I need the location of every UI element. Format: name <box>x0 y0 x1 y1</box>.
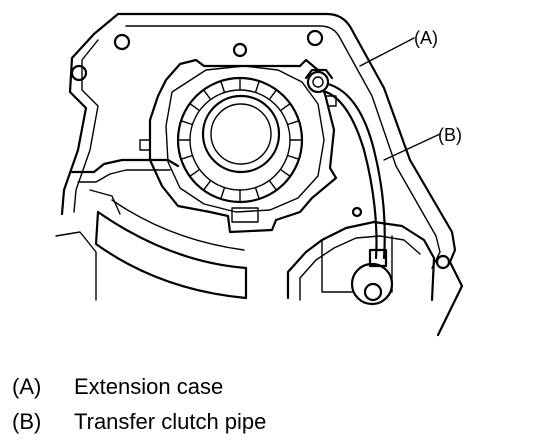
gear-tooth <box>220 186 226 200</box>
case-flange-inner <box>125 25 441 269</box>
gear-tooth <box>220 80 226 94</box>
ring-gear <box>176 76 304 204</box>
callout-a: (A) <box>414 28 438 48</box>
pipe-lower-fitting <box>350 248 394 306</box>
left-bracket-inner <box>77 169 171 183</box>
lower-web-2 <box>89 189 121 215</box>
gear-tooth <box>202 89 212 101</box>
bolt-hole <box>113 33 131 51</box>
legend-key: (B) <box>12 409 42 434</box>
bearing-retainer <box>139 58 338 234</box>
bolt-hole <box>351 206 363 218</box>
bolt-hole <box>70 64 88 82</box>
output-shaft <box>201 94 281 174</box>
bolt-holes <box>70 29 451 270</box>
support-arc-inner <box>111 199 245 251</box>
extension-case-outline <box>60 12 464 337</box>
gear-tooth <box>268 179 278 191</box>
case-flange-left <box>73 39 99 213</box>
gear-tooth <box>189 168 201 178</box>
lower-chamber <box>286 220 436 302</box>
bolt-hole <box>306 29 324 47</box>
legend-key: (A) <box>12 374 42 399</box>
lower-chamber-inner <box>299 235 421 301</box>
gear-tooth <box>268 89 278 101</box>
left-bracket <box>70 158 180 174</box>
gear-tooth <box>189 102 201 112</box>
gear-tooth <box>202 179 212 191</box>
gear-tooth <box>180 120 194 126</box>
support-arc <box>94 210 248 300</box>
bolt-hole <box>435 254 451 270</box>
bolt-hole <box>232 42 248 58</box>
lower-web <box>55 231 97 301</box>
extension-case-drawing <box>55 12 464 337</box>
leader-line-b <box>383 133 441 161</box>
gear-tooth <box>286 154 300 160</box>
callout-b: (B) <box>438 125 462 145</box>
gear-tooth <box>279 102 291 112</box>
gear-tooth <box>279 168 291 178</box>
gear-tooth <box>180 154 194 160</box>
gear-tooth <box>286 120 300 126</box>
gear-teeth <box>177 77 303 203</box>
gear-tooth <box>254 186 260 200</box>
legend-text: Transfer clutch pipe <box>74 409 267 434</box>
legend-text: Extension case <box>74 374 224 399</box>
transfer-clutch-pipe <box>304 68 386 260</box>
leader-line-a <box>359 37 415 67</box>
gear-tooth <box>254 80 260 94</box>
